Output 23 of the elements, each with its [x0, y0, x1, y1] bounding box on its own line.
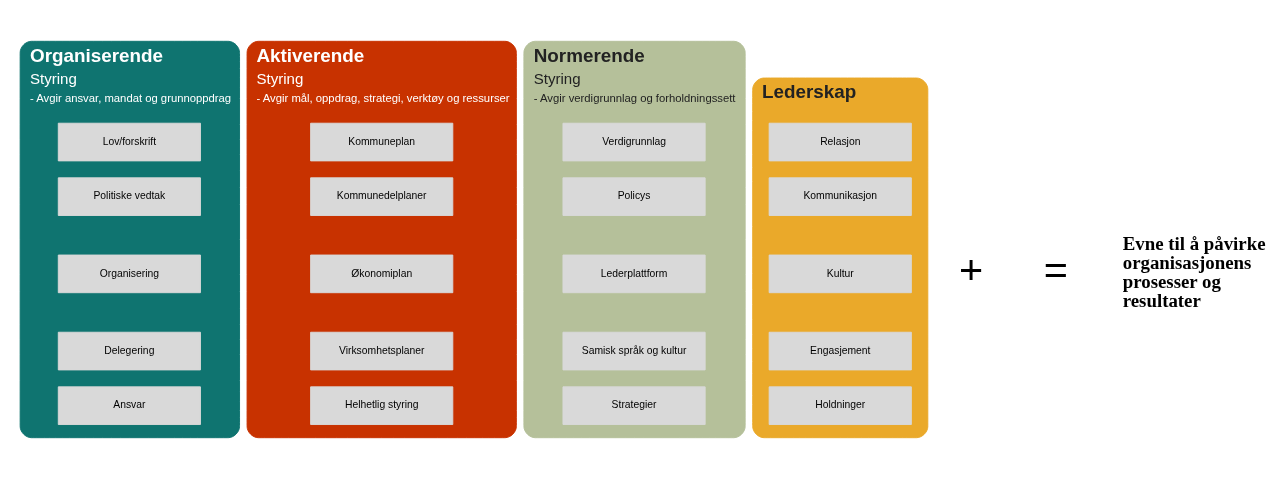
- node-box: Engasjement: [768, 331, 912, 371]
- node-box: Helhetlig styring: [310, 386, 454, 425]
- node-box: Policys: [562, 177, 706, 216]
- node-box: Kultur: [768, 254, 912, 294]
- label: Evne til å påvirke organisasjonens prosesser og resultater: [1122, 233, 1266, 311]
- node-box: Holdninger: [768, 386, 912, 425]
- node-box: Relasjon: [768, 122, 912, 162]
- node-box: Lederplattform: [562, 254, 706, 294]
- node-box: Lov/forskrift: [57, 122, 201, 162]
- node-box: Kommunedelplaner: [310, 177, 454, 216]
- node-box: Strategier: [562, 386, 706, 425]
- label: +: [959, 247, 984, 294]
- node-box: Virksomhetsplaner: [310, 331, 454, 371]
- label: =: [1043, 247, 1068, 294]
- node-box: Kommunikasjon: [768, 177, 912, 216]
- node-box: Politiske vedtak: [57, 177, 201, 216]
- node-box: Samisk språk og kultur: [562, 331, 706, 371]
- node-box: Delegering: [57, 331, 201, 371]
- node-box: Ansvar: [57, 386, 201, 425]
- node-box: Organisering: [57, 254, 201, 294]
- node-box: Verdigrunnlag: [562, 122, 706, 162]
- node-box: Kommuneplan: [310, 122, 454, 162]
- node-box: Økonomiplan: [310, 254, 454, 294]
